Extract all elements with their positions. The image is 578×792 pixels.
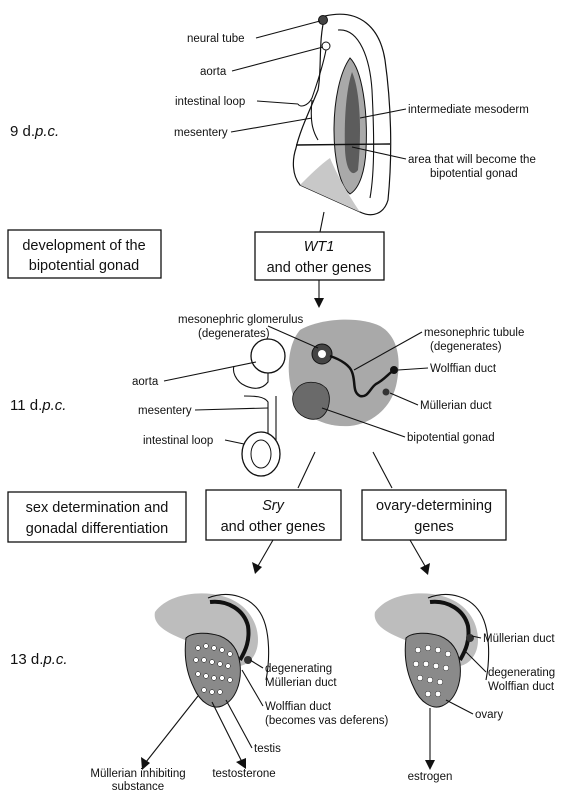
label-testis: testis (254, 743, 281, 755)
label-neural-tube: neural tube (187, 33, 245, 45)
label-bipotential-area-line1: area that will become the (408, 154, 536, 166)
box-development-line2: bipotential gonad (29, 258, 139, 274)
label-degenerating-testis-line1: degenerating (265, 663, 332, 675)
box-sry-rest: and other genes (221, 519, 326, 535)
leader-aorta-9dpc (232, 47, 323, 71)
leader-mesentery-9dpc (231, 118, 312, 132)
arrowhead-ovary-genes (420, 563, 430, 575)
arrowhead-wt1 (314, 298, 324, 308)
label-meso-glom-line1: mesonephric glomerulus (178, 314, 304, 326)
label-estrogen: estrogen (408, 771, 453, 783)
label-aorta-11dpc: aorta (132, 376, 159, 388)
box-sex-line2: gonadal differentiation (26, 521, 168, 537)
leader-wolffian-vas (242, 670, 263, 706)
arrowhead-estrogen (425, 760, 435, 770)
label-meso-tubule-line1: mesonephric tubule (424, 327, 524, 339)
label-intestinal-loop-11dpc: intestinal loop (143, 435, 213, 447)
box-sry-gene: Sry (262, 498, 285, 514)
label-degenerating-wolffian: Wolffian duct (488, 681, 555, 693)
leader-wolffian-11dpc (398, 368, 428, 370)
label-wolffian-11dpc: Wolffian duct (430, 363, 497, 375)
arrow-testis-to-mis (146, 696, 198, 762)
box-sex-line1: sex determination and (26, 500, 169, 516)
leader-mullerian-11dpc (390, 393, 418, 405)
leader-testis (226, 700, 252, 748)
box-ovary-line2: genes (414, 519, 454, 535)
label-aorta-9dpc: aorta (200, 66, 227, 78)
label-wolffian-vas-line2: (becomes vas deferens) (265, 715, 389, 727)
embryo-13dpc-testis-illustration (155, 593, 269, 707)
leader-degenerating-wolffian (466, 652, 486, 672)
label-mesentery-11dpc: mesentery (138, 405, 192, 417)
leader-degenerating-mullerian (250, 660, 263, 668)
box-wt1-rest: and other genes (267, 260, 372, 276)
connector-11dpc-to-ovary (373, 452, 392, 488)
label-degenerating-mullerian: Müllerian duct (265, 677, 337, 689)
label-mullerian-11dpc: Müllerian duct (420, 400, 492, 412)
box-development-line1: development of the (22, 238, 145, 254)
label-meso-tubule-line2: (degenerates) (430, 341, 502, 353)
label-mis-line2: substance (112, 781, 164, 792)
leader-neural-tube (256, 21, 320, 38)
stage-label-9dpc: 9 d.p.c. (10, 123, 59, 140)
label-intermediate-mesoderm: intermediate mesoderm (408, 104, 529, 116)
arrow-testis-to-testosterone (212, 702, 242, 762)
box-ovary-line1: ovary-determining (376, 498, 492, 514)
label-wolffian-vas-line1: Wolffian duct (265, 701, 332, 713)
connector-11dpc-to-sry (298, 452, 315, 488)
stage-label-13dpc: 13 d.p.c. (10, 651, 68, 668)
box-wt1-gene: WT1 (304, 239, 335, 255)
label-mis-line1: Müllerian inhibiting (90, 768, 185, 780)
label-degenerating-ovary-line1: degenerating (488, 667, 555, 679)
embryo-13dpc-ovary-illustration (375, 593, 489, 707)
label-meso-glom-line2: (degenerates) (198, 328, 270, 340)
label-mesentery-9dpc: mesentery (174, 127, 228, 139)
label-testosterone: testosterone (212, 768, 275, 780)
label-intestinal-loop-9dpc: intestinal loop (175, 96, 245, 108)
label-bipotential-gonad: bipotential gonad (407, 432, 495, 444)
arrowhead-sry (252, 562, 262, 574)
label-mullerian-ovary: Müllerian duct (483, 633, 555, 645)
leader-ovary (446, 700, 473, 714)
label-bipotential-area-line2: bipotential gonad (430, 168, 518, 180)
leader-mesentery-11dpc (195, 408, 268, 410)
leader-intestinal-loop-11dpc (225, 440, 244, 444)
leader-intestinal-loop-9dpc (257, 101, 298, 104)
label-ovary: ovary (475, 709, 503, 721)
arrow-ovary-genes-to-ovary (410, 540, 425, 566)
stage-label-11dpc: 11 d.p.c. (10, 397, 66, 414)
arrow-sry-to-testis (258, 540, 273, 566)
leader-aorta-11dpc (164, 362, 256, 381)
connector-9dpc-to-wt1 (320, 212, 324, 232)
